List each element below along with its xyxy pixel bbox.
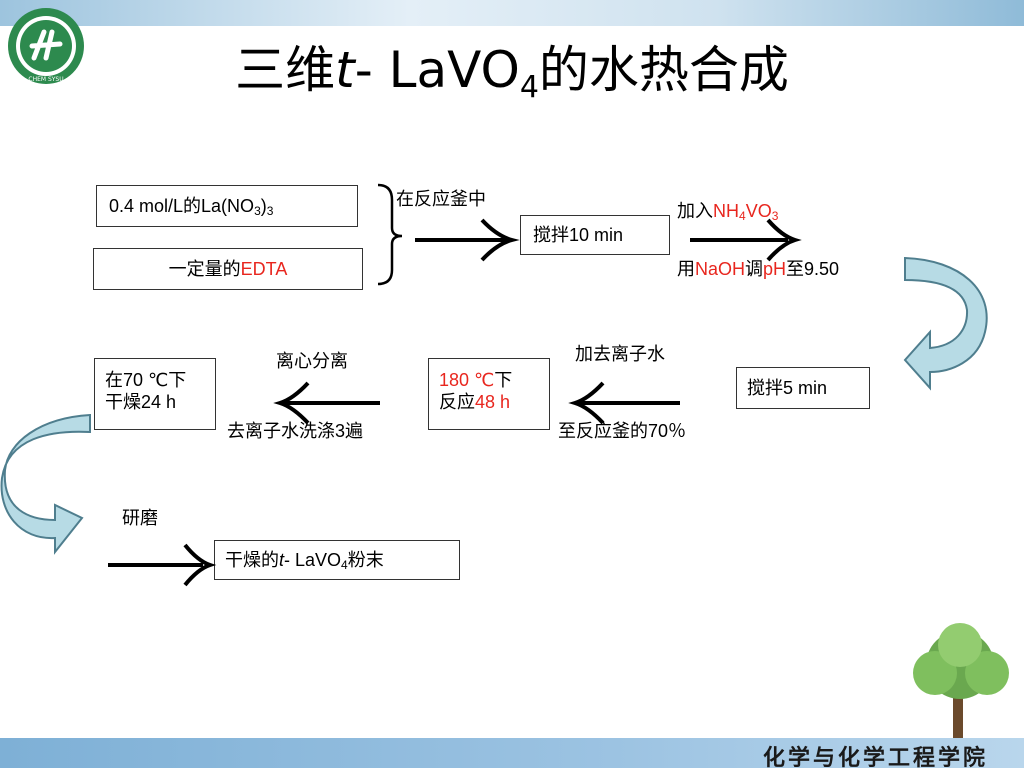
grind-label: 研磨 [122,508,158,528]
centrifuge-label: 离心分离 [276,351,348,371]
add-water-label: 加去离子水 [575,344,665,364]
curved-down-arrow-left-icon [0,413,91,555]
top-decor-band [0,0,1024,26]
curved-down-arrow-right-icon [903,256,988,391]
final-product-box: 干燥的t- LaVO4粉末 [214,540,460,580]
in-autoclave-label: 在反应釜中 [396,189,486,209]
right-arrow-icon [690,218,802,262]
adjust-ph-label: 用NaOH调pH至9.50 [677,259,840,279]
reagent-la-nitrate-box: 0.4 mol/L的La(NO3)3 [96,185,358,227]
wash-3-times-label: 去离子水洗涤3遍 [227,421,364,441]
right-arrow-icon [108,543,217,587]
right-arrow-icon [415,218,520,262]
stir-10min-box: 搅拌10 min [520,215,670,255]
react-180c-box: 180 ℃下 反应48 h [428,358,550,430]
footer-school-name: 化学与化学工程学院 [762,745,988,771]
bottom-decor-band [0,738,1024,768]
grouping-brace-icon [377,183,403,286]
stir-5min-box: 搅拌5 min [736,367,870,409]
left-arrow-icon [568,381,680,425]
logo-caption: CHEM SYSU [28,76,63,83]
reagent-edta-box: 一定量的EDTA [93,248,363,290]
left-arrow-icon [273,381,380,425]
tree-decoration-icon [913,623,1009,740]
dry-70c-box: 在70 ℃下 干燥24 h [94,358,216,430]
slide-title: 三维t- LaVO4的水热合成 [235,41,789,105]
fill-70-percent-label: 至反应釜的70％ [558,421,687,441]
school-emblem-icon: CHEM SYSU [8,8,84,84]
add-nh4vo3-label: 加入NH4VO3 [677,201,779,223]
